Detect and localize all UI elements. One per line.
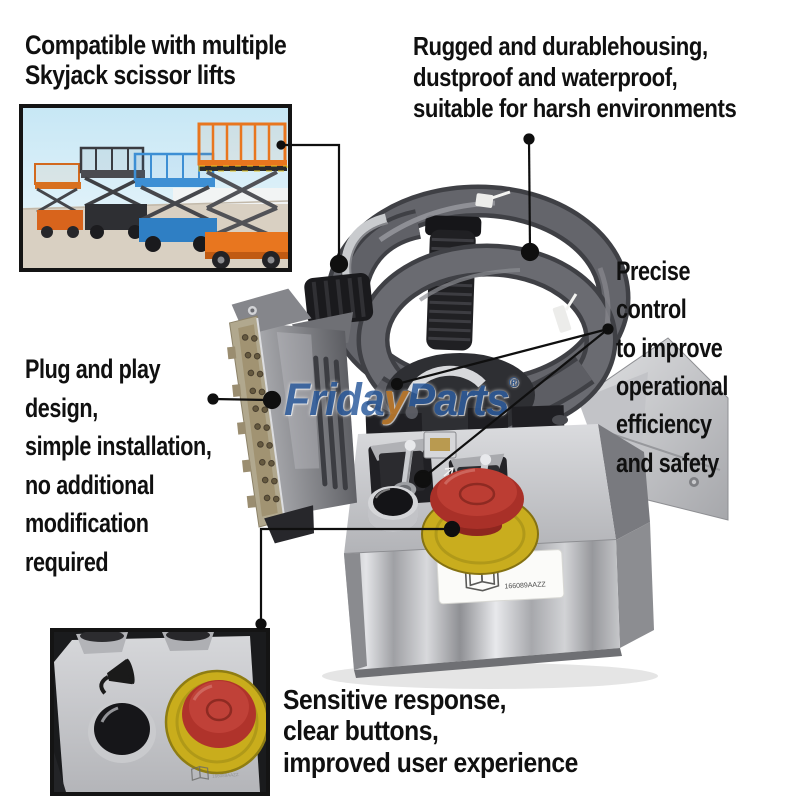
cable-tie — [475, 193, 572, 333]
callout-compatible: Compatible with multiple Skyjack scissor… — [25, 30, 287, 91]
registered-mark: ® — [508, 374, 519, 390]
logo-text-parts: Parts — [406, 374, 510, 425]
callout-sensitive: Sensitive response, clear buttons, impro… — [283, 684, 578, 778]
label-code: 166089AAZZ — [504, 581, 546, 590]
logo-text-frida: Frida — [284, 374, 385, 425]
label-closeup: 166089AAZZ — [190, 765, 239, 781]
fridayparts-watermark: FridayParts® — [284, 374, 519, 426]
callout-plug: Plug and play design, simple installatio… — [25, 354, 212, 578]
plug-connector — [227, 272, 374, 544]
logo-dot — [405, 406, 418, 419]
logo-swoosh: y — [383, 374, 408, 425]
scissor-lift-dark — [79, 146, 147, 239]
horn-button-closeup — [88, 701, 156, 763]
horn-icon — [99, 658, 135, 695]
connector-pins — [241, 334, 280, 503]
toggle-mounts — [76, 632, 214, 654]
scissor-lift-small-orange — [34, 163, 83, 238]
horn-button — [368, 486, 418, 532]
estop-closeup — [164, 669, 266, 775]
buttons-closeup-photo: 166089AAZZ — [50, 628, 270, 796]
scissor-lifts-photo — [19, 104, 292, 272]
control-box: 166089AAZZ — [343, 405, 654, 678]
callout-rugged: Rugged and durablehousing, dustproof and… — [413, 31, 737, 124]
callout-precise: Precise control to improve operational e… — [616, 256, 729, 478]
usb-port — [423, 431, 457, 459]
scissor-lift-orange — [197, 122, 288, 268]
svg-text:166089AAZZ: 166089AAZZ — [212, 772, 239, 779]
